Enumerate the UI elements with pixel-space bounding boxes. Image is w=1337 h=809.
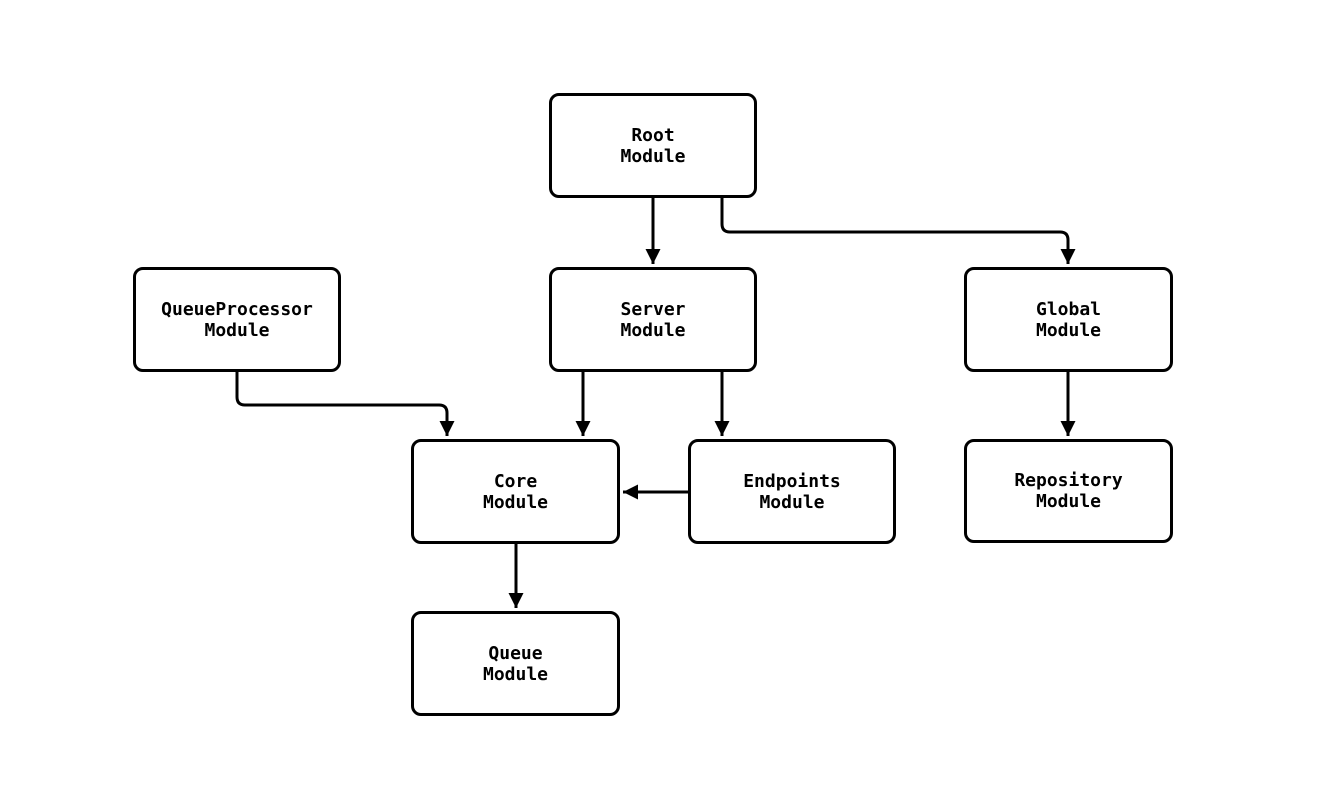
edge-queueprocessor-to-core [235, 372, 455, 436]
node-endpoints-module: Endpoints Module [688, 439, 896, 544]
node-queue-module: Queue Module [411, 611, 620, 716]
node-core-module-label: Core Module [482, 470, 549, 513]
node-repository-module-label: Repository Module [1014, 470, 1123, 512]
node-queue-module-label: Queue Module [482, 642, 549, 685]
node-queueprocessor-module-label: QueueProcessor Module [161, 298, 313, 341]
edge-root-to-global [720, 198, 1076, 264]
node-repository-module: Repository Module [964, 439, 1173, 543]
node-core-module: Core Module [411, 439, 620, 544]
node-server-module: Server Module [549, 267, 757, 372]
node-endpoints-module-label: Endpoints Module [743, 470, 841, 513]
node-global-module: Global Module [964, 267, 1173, 372]
node-root-module: Root Module [549, 93, 757, 198]
node-global-module-label: Global Module [1035, 298, 1102, 341]
node-root-module-label: Root Module [620, 124, 686, 167]
node-queueprocessor-module: QueueProcessor Module [133, 267, 341, 372]
node-server-module-label: Server Module [620, 298, 686, 341]
